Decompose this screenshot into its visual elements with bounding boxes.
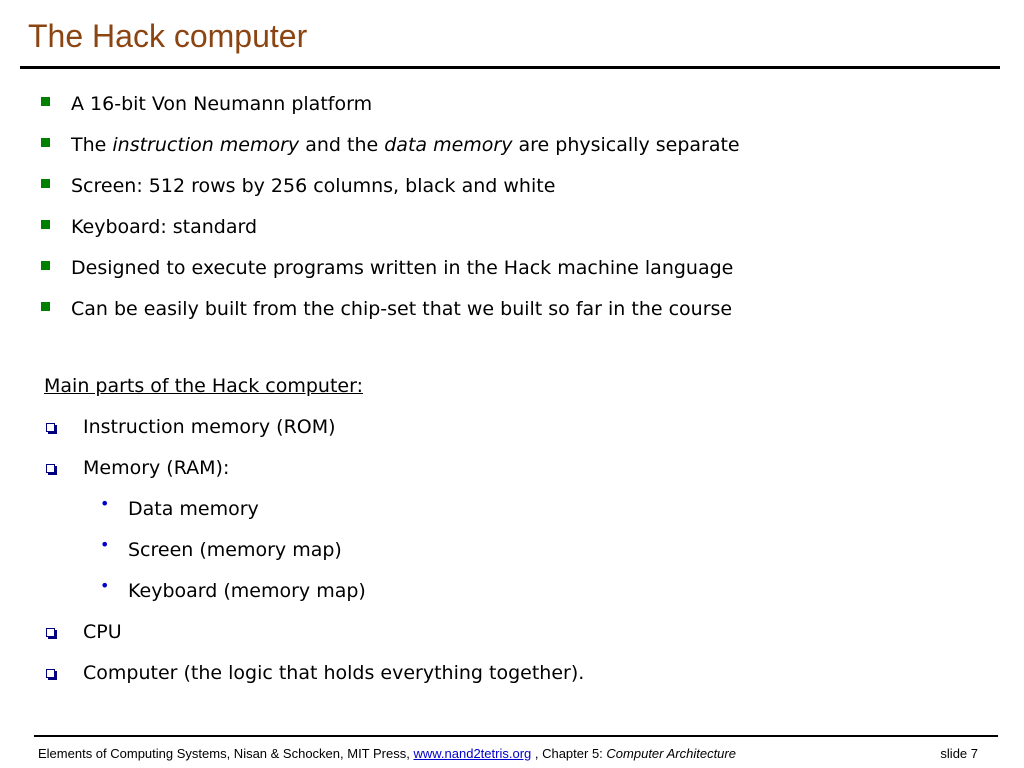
feature-bullet-list: A 16-bit Von Neumann platform The instru… <box>40 90 740 336</box>
bullet-item: The instruction memory and the data memo… <box>40 131 740 172</box>
part-text: Instruction memory (ROM) <box>83 416 336 438</box>
part-item: Memory (RAM): <box>44 454 584 495</box>
slide-number: slide 7 <box>940 746 978 761</box>
bullet-emphasis: instruction memory <box>112 134 300 156</box>
square-bullet-icon <box>41 220 50 229</box>
slide-title: The Hack computer <box>28 18 308 54</box>
sub-part-item: • Screen (memory map) <box>44 536 584 577</box>
part-text: CPU <box>83 621 122 643</box>
bullet-text: Designed to execute programs written in … <box>71 257 734 279</box>
checkbox-bullet-icon <box>46 464 55 473</box>
bullet-text: Can be easily built from the chip-set th… <box>71 298 733 320</box>
sub-part-text: Screen (memory map) <box>128 539 342 561</box>
bullet-item: Designed to execute programs written in … <box>40 254 740 295</box>
footer-website-link[interactable]: www.nand2tetris.org <box>413 746 532 761</box>
footer-source: Elements of Computing Systems, Nisan & S… <box>38 746 414 761</box>
title-divider <box>20 66 1000 69</box>
bullet-text-part: and the <box>299 134 385 156</box>
dot-bullet-icon: • <box>100 494 110 513</box>
sub-part-item: • Keyboard (memory map) <box>44 577 584 618</box>
bullet-item: A 16-bit Von Neumann platform <box>40 90 740 131</box>
dot-bullet-icon: • <box>100 576 110 595</box>
square-bullet-icon <box>41 179 50 188</box>
checkbox-bullet-icon <box>46 669 55 678</box>
checkbox-bullet-icon <box>46 423 55 432</box>
footer-chapter-prefix: , Chapter 5: <box>531 746 607 761</box>
bullet-item: Keyboard: standard <box>40 213 740 254</box>
part-item: Computer (the logic that holds everythin… <box>44 659 584 700</box>
bullet-item: Can be easily built from the chip-set th… <box>40 295 740 336</box>
sub-part-text: Keyboard (memory map) <box>128 580 366 602</box>
dot-bullet-icon: • <box>100 535 110 554</box>
bullet-text: Keyboard: standard <box>71 216 258 238</box>
footer-divider <box>34 735 998 737</box>
bullet-text-part: are physically separate <box>512 134 740 156</box>
square-bullet-icon <box>41 138 50 147</box>
footer: Elements of Computing Systems, Nisan & S… <box>38 746 978 761</box>
square-bullet-icon <box>41 97 50 106</box>
checkbox-bullet-icon <box>46 628 55 637</box>
sub-part-item: • Data memory <box>44 495 584 536</box>
parts-list: Instruction memory (ROM) Memory (RAM): •… <box>44 413 584 700</box>
square-bullet-icon <box>41 261 50 270</box>
footer-chapter-title: Computer Architecture <box>606 746 736 761</box>
part-text: Computer (the logic that holds everythin… <box>83 662 585 684</box>
square-bullet-icon <box>41 302 50 311</box>
bullet-emphasis: data memory <box>384 134 513 156</box>
bullet-text-part: The <box>71 134 113 156</box>
bullet-text: Screen: 512 rows by 256 columns, black a… <box>71 175 556 197</box>
parts-heading: Main parts of the Hack computer: <box>44 375 363 397</box>
part-item: Instruction memory (ROM) <box>44 413 584 454</box>
sub-part-text: Data memory <box>128 498 259 520</box>
bullet-text: A 16-bit Von Neumann platform <box>71 93 373 115</box>
part-item: CPU <box>44 618 584 659</box>
bullet-item: Screen: 512 rows by 256 columns, black a… <box>40 172 740 213</box>
part-text: Memory (RAM): <box>83 457 230 479</box>
